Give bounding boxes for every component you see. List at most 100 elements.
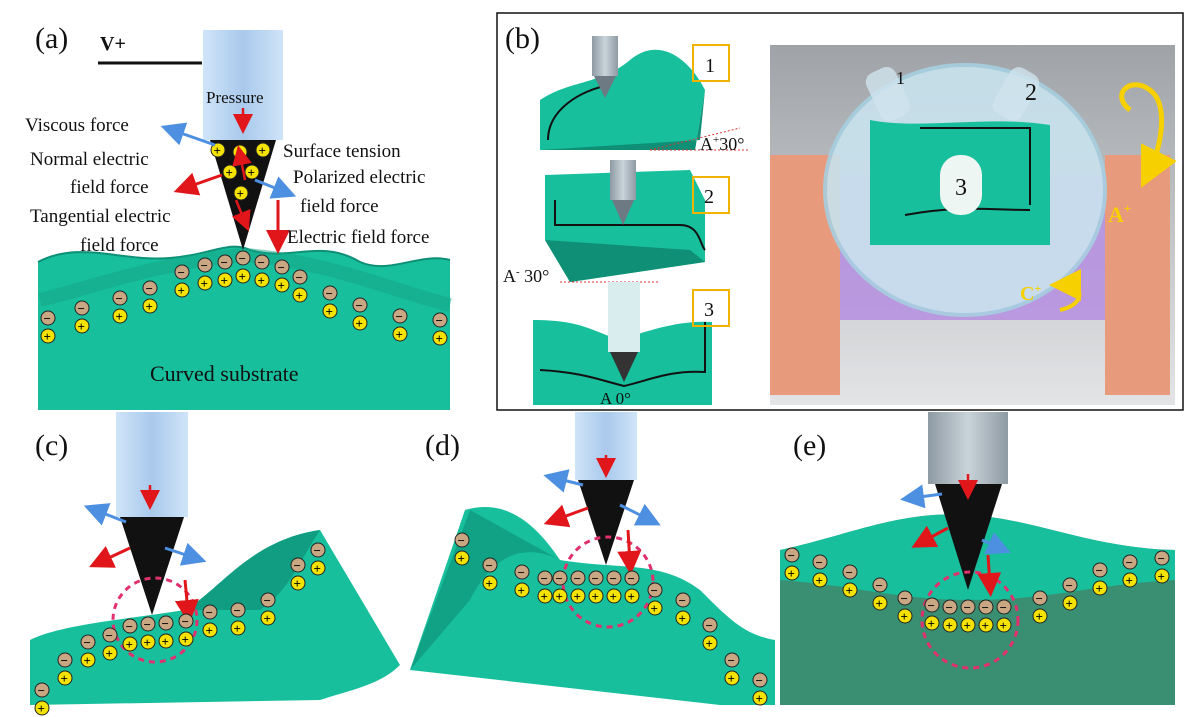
charge-sign: + — [1158, 569, 1165, 584]
negative-charge — [352, 297, 368, 313]
negative-charge — [197, 257, 213, 273]
rotation-c-label: C+ — [1020, 281, 1041, 305]
charge-sign: + — [679, 611, 686, 626]
positive-charge — [675, 610, 691, 626]
charge-sign: + — [44, 329, 51, 344]
negative-charge — [122, 618, 138, 634]
charge-sign: + — [356, 316, 363, 331]
angle-a-minus: A- 30° — [503, 266, 549, 286]
negative-charge — [978, 599, 994, 615]
charge-sign: + — [1096, 581, 1103, 596]
positive-charge — [702, 635, 718, 651]
positive-charge — [140, 634, 156, 650]
charge-sign: − — [706, 618, 713, 633]
panel-a: (a) V+ Pressure + + + + + + Viscous forc… — [25, 22, 452, 410]
charge-sign: + — [314, 561, 321, 576]
charge-sign: + — [846, 583, 853, 598]
charge-sign: + — [38, 701, 45, 716]
positive-charge — [454, 550, 470, 566]
charge-sign: + — [651, 601, 658, 616]
negative-charge — [34, 682, 50, 698]
charge-sign: − — [294, 558, 301, 573]
negative-charge — [924, 597, 940, 613]
viscous-force-label: Viscous force — [25, 115, 129, 136]
charge-sign: − — [946, 600, 953, 615]
charge-sign: − — [396, 309, 403, 324]
negative-charge — [514, 564, 530, 580]
negative-charge — [872, 577, 888, 593]
step-1-number: 1 — [705, 55, 715, 77]
dashed-circle-d — [561, 535, 655, 629]
positive-charge — [784, 565, 800, 581]
charge-sign: + — [788, 566, 795, 581]
charge-sign: − — [846, 565, 853, 580]
nozzle-d — [575, 412, 637, 480]
positive-charge — [310, 560, 326, 576]
positive-charge — [897, 608, 913, 624]
charge-sign: − — [816, 555, 823, 570]
tangential-force-label-2: field force — [80, 235, 159, 256]
positive-charge — [1062, 595, 1078, 611]
charge-sign: − — [264, 593, 271, 608]
positive-charge — [197, 275, 213, 291]
negative-charge — [1122, 554, 1138, 570]
charge-sign: + — [901, 609, 908, 624]
charge-sign: − — [1000, 600, 1007, 615]
negative-charge — [752, 672, 768, 688]
charge-sign: − — [314, 543, 321, 558]
charge-sign: − — [178, 265, 185, 280]
nozzle-1-render — [865, 66, 911, 122]
charge-sign: + — [178, 283, 185, 298]
step-2-box — [692, 176, 730, 214]
positive-charge — [292, 287, 308, 303]
charge-sign: + — [592, 589, 599, 604]
negative-charge — [80, 634, 96, 650]
negative-charge — [784, 547, 800, 563]
positive-charge — [230, 620, 246, 636]
positive-charge — [202, 622, 218, 638]
negative-charge — [606, 570, 622, 586]
charge-sign: + — [278, 278, 285, 293]
polarized-force-label-2: field force — [300, 196, 379, 217]
charge-sign: − — [116, 291, 123, 306]
angle-a-zero: A 0° — [600, 389, 631, 408]
charge-sign: + — [541, 589, 548, 604]
charges-d: −+−+−+−+−+−+−+−+−+−+−+−+−+−+ — [454, 532, 768, 706]
negative-charge — [392, 308, 408, 324]
panel-b-letter: (b) — [505, 22, 540, 55]
negative-charge — [570, 570, 586, 586]
negative-charge — [112, 290, 128, 306]
charge-sign: + — [706, 636, 713, 651]
positive-charge — [647, 600, 663, 616]
charge-sign: + — [326, 304, 333, 319]
positive-charge — [1032, 608, 1048, 624]
panel-d-letter: (d) — [425, 429, 460, 462]
positive-charge — [942, 617, 958, 633]
positive-charge — [432, 330, 448, 346]
panel-e-letter: (e) — [793, 429, 826, 462]
pressure-label: Pressure — [206, 88, 264, 107]
rotation-a-label: A+ — [1108, 201, 1131, 227]
charge-sign: − — [201, 258, 208, 273]
positive-charge — [112, 308, 128, 324]
positive-charge — [102, 645, 118, 661]
charge-sign: − — [44, 311, 51, 326]
charge-sign: + — [84, 653, 91, 668]
charge-sign: − — [610, 571, 617, 586]
positive-charge — [588, 588, 604, 604]
charge-sign: + — [182, 632, 189, 647]
negative-charge — [292, 269, 308, 285]
charge-sign: + — [928, 616, 935, 631]
positive-charge — [260, 610, 276, 626]
positive-charge — [978, 617, 994, 633]
charge-sign: + — [574, 589, 581, 604]
charge-sign: + — [964, 618, 971, 633]
charge-sign: − — [1066, 578, 1073, 593]
negative-charge — [537, 570, 553, 586]
charge-sign: + — [206, 623, 213, 638]
charge-sign: + — [146, 299, 153, 314]
charge-sign: − — [982, 600, 989, 615]
charge-sign: − — [728, 653, 735, 668]
positive-charge — [1154, 568, 1170, 584]
charge-sign: − — [234, 603, 241, 618]
